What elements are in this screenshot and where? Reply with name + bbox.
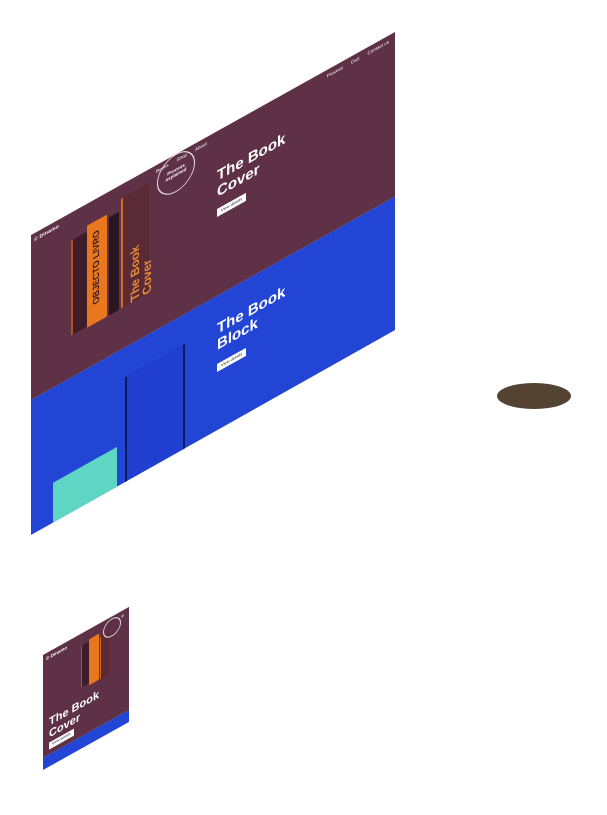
book-spine-text: OBJECTO LIVRO [91,227,101,307]
mobile-logo[interactable]: © Dinamo [46,644,68,662]
mobile-book-orange [89,633,99,686]
cover-heading: The Book Cover [217,129,286,201]
mobile-stamp-icon [103,613,121,642]
process-stamp: Process explained [157,143,195,203]
book-cover-text: The Book Cover [128,242,154,305]
teal-book: The Book Block [53,446,117,565]
secondary-nav: Process Cart Contact us [327,39,389,79]
desktop-page: © Dinamo Books Shop About Process Cart C… [31,32,395,565]
book-orange: OBJECTO LIVRO [87,214,107,328]
navy-book-title: O Miolo do Livro [132,471,157,566]
navy-book: O Miolo do Livro [125,345,183,535]
book-dark [71,231,87,336]
nav-about[interactable]: About [195,140,207,153]
cursor-blob-icon [497,383,571,409]
nav-process[interactable]: Process [326,64,343,79]
teal-book-title: The Book Block [61,545,82,565]
mobile-book-dark [81,641,89,688]
nav-contact[interactable]: Contact us [367,38,389,56]
hamburger-menu-icon[interactable]: ≡ [121,612,124,621]
book-black [109,211,119,316]
nav-cart[interactable]: Cart [350,55,360,66]
site-logo[interactable]: © Dinamo [34,223,60,244]
mobile-book-cover [100,631,110,680]
mobile-mockup: © Dinamo ≡ The Book Cover View details [43,606,129,815]
book-cover-mockup: The Book Cover [121,183,154,309]
